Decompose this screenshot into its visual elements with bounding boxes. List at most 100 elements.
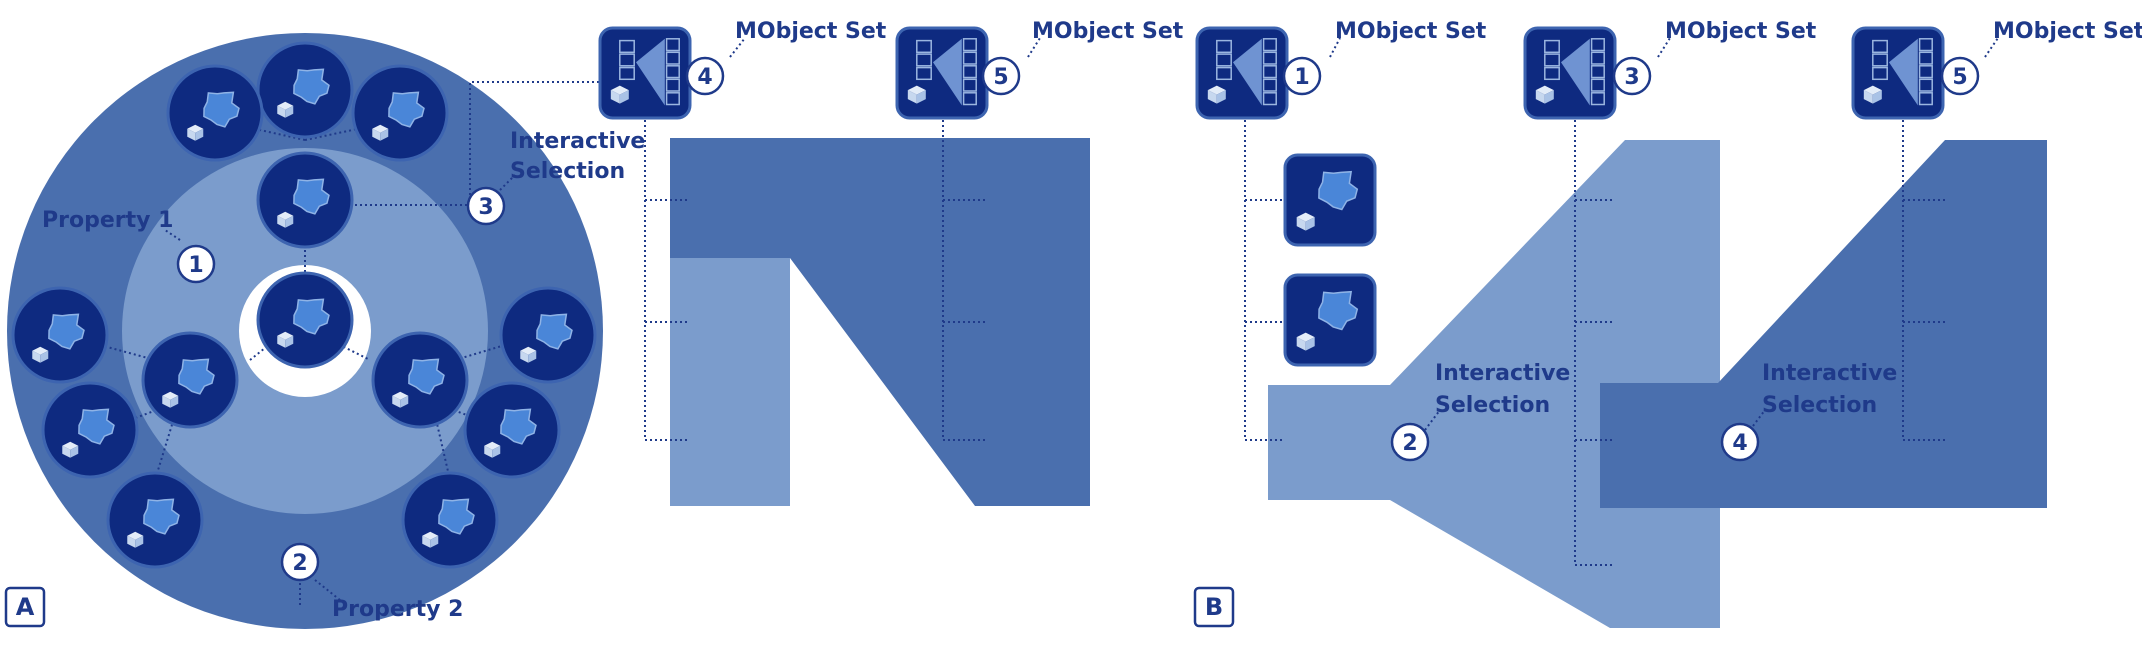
- object-node-icon[interactable]: [1283, 153, 1377, 247]
- object-node-icon[interactable]: [11, 286, 109, 384]
- callout-number: 4: [685, 56, 725, 96]
- cube-icon: [422, 531, 439, 548]
- svg-text:A: A: [16, 593, 35, 621]
- blob-icon: [78, 408, 115, 445]
- object-node-icon[interactable]: [141, 331, 239, 429]
- svg-text:5: 5: [1952, 65, 1967, 90]
- cube-icon: [32, 346, 49, 363]
- callout-number: 3: [466, 186, 506, 226]
- blob-icon: [1318, 290, 1359, 331]
- object-node-icon[interactable]: [499, 286, 597, 384]
- mobject-set-icon[interactable]: [1851, 26, 1945, 120]
- blob-icon: [536, 313, 573, 350]
- blob-icon: [203, 91, 240, 128]
- cube-icon: [1863, 85, 1882, 104]
- panel-letter-b: B: [1193, 586, 1235, 628]
- callout-number: 2: [1390, 422, 1430, 462]
- svg-text:1: 1: [188, 253, 203, 278]
- blob-icon: [143, 498, 180, 535]
- interactive-selection-b1-line2: Selection: [1435, 393, 1550, 418]
- mobject-set-icon[interactable]: [895, 26, 989, 120]
- mobject-set-label-b1: MObject Set: [1335, 19, 1487, 44]
- callout-number: 5: [981, 56, 1021, 96]
- svg-text:5: 5: [993, 65, 1008, 90]
- cube-icon: [610, 85, 629, 104]
- blob-icon: [438, 498, 475, 535]
- cube-icon: [162, 391, 179, 408]
- svg-text:4: 4: [1732, 431, 1747, 456]
- callout-number: 1: [176, 244, 216, 284]
- labels: Property 1 Property 2 Interactive Select…: [42, 19, 2142, 622]
- property-2-label: Property 2: [332, 597, 463, 622]
- cube-icon: [484, 441, 501, 458]
- blob-icon: [500, 408, 537, 445]
- interactive-selection-b1-line1: Interactive: [1435, 361, 1570, 386]
- blob-icon: [178, 358, 215, 395]
- object-node-icon[interactable]: [401, 471, 499, 569]
- panel-letter-a: A: [4, 586, 46, 628]
- callout-number: 4: [1720, 422, 1760, 462]
- cube-icon: [1535, 85, 1554, 104]
- object-node-icon[interactable]: [351, 64, 449, 162]
- object-node-icon[interactable]: [371, 331, 469, 429]
- blob-icon: [388, 91, 425, 128]
- blob-icon: [1318, 170, 1359, 211]
- interactive-selection-a-line1: Interactive: [510, 129, 645, 154]
- mobject-set-label-b5: MObject Set: [1993, 19, 2142, 44]
- mobject-set-label-b3: MObject Set: [1665, 19, 1817, 44]
- svg-text:2: 2: [1402, 431, 1417, 456]
- mobject-set-icon[interactable]: [1195, 26, 1289, 120]
- mobject-set-icon[interactable]: [598, 26, 692, 120]
- interactive-selection-a-line2: Selection: [510, 159, 625, 184]
- blob-icon: [293, 298, 330, 335]
- mobject-set-icon[interactable]: [1523, 26, 1617, 120]
- cube-icon: [1296, 332, 1315, 351]
- object-node-icon[interactable]: [106, 471, 204, 569]
- svg-text:3: 3: [478, 195, 493, 220]
- cube-icon: [907, 85, 926, 104]
- cube-icon: [127, 531, 144, 548]
- callout-number: 5: [1940, 56, 1980, 96]
- interactive-selection-b2-line2: Selection: [1762, 393, 1877, 418]
- mobject-set-label-a4: MObject Set: [735, 19, 887, 44]
- cube-icon: [392, 391, 409, 408]
- cube-icon: [520, 346, 537, 363]
- object-node-icon[interactable]: [256, 41, 354, 139]
- object-node-icon[interactable]: [41, 381, 139, 479]
- panel-a-regions: [670, 138, 1090, 506]
- object-node-icon[interactable]: [166, 64, 264, 162]
- object-node-icon[interactable]: [256, 151, 354, 249]
- cube-icon: [277, 331, 294, 348]
- svg-text:B: B: [1205, 593, 1223, 621]
- blob-icon: [408, 358, 445, 395]
- light-region: [670, 258, 790, 506]
- svg-text:1: 1: [1294, 65, 1309, 90]
- property-1-label: Property 1: [42, 208, 173, 233]
- panel-b-regions: [1268, 140, 2047, 628]
- svg-text:3: 3: [1624, 65, 1639, 90]
- blob-icon: [48, 313, 85, 350]
- callout-number: 3: [1612, 56, 1652, 96]
- blob-icon: [293, 68, 330, 105]
- svg-text:2: 2: [292, 551, 307, 576]
- cube-icon: [372, 124, 389, 141]
- callout-number: 1: [1282, 56, 1322, 96]
- cube-icon: [187, 124, 204, 141]
- blob-icon: [293, 178, 330, 215]
- cube-icon: [62, 441, 79, 458]
- mobject-set-label-a5: MObject Set: [1032, 19, 1184, 44]
- cube-icon: [1207, 85, 1226, 104]
- callouts: 1 2 3 4 5 1 2 3 4 5: [176, 56, 1980, 582]
- cube-icon: [277, 211, 294, 228]
- callout-number: 2: [280, 542, 320, 582]
- dark-region-b: [1600, 140, 2047, 508]
- cube-icon: [1296, 212, 1315, 231]
- object-node-icon[interactable]: [1283, 273, 1377, 367]
- object-node-icon[interactable]: [256, 271, 354, 369]
- object-node-icon[interactable]: [463, 381, 561, 479]
- interactive-selection-b2-line1: Interactive: [1762, 361, 1897, 386]
- svg-text:4: 4: [697, 65, 712, 90]
- dark-region: [670, 138, 1090, 506]
- cube-icon: [277, 101, 294, 118]
